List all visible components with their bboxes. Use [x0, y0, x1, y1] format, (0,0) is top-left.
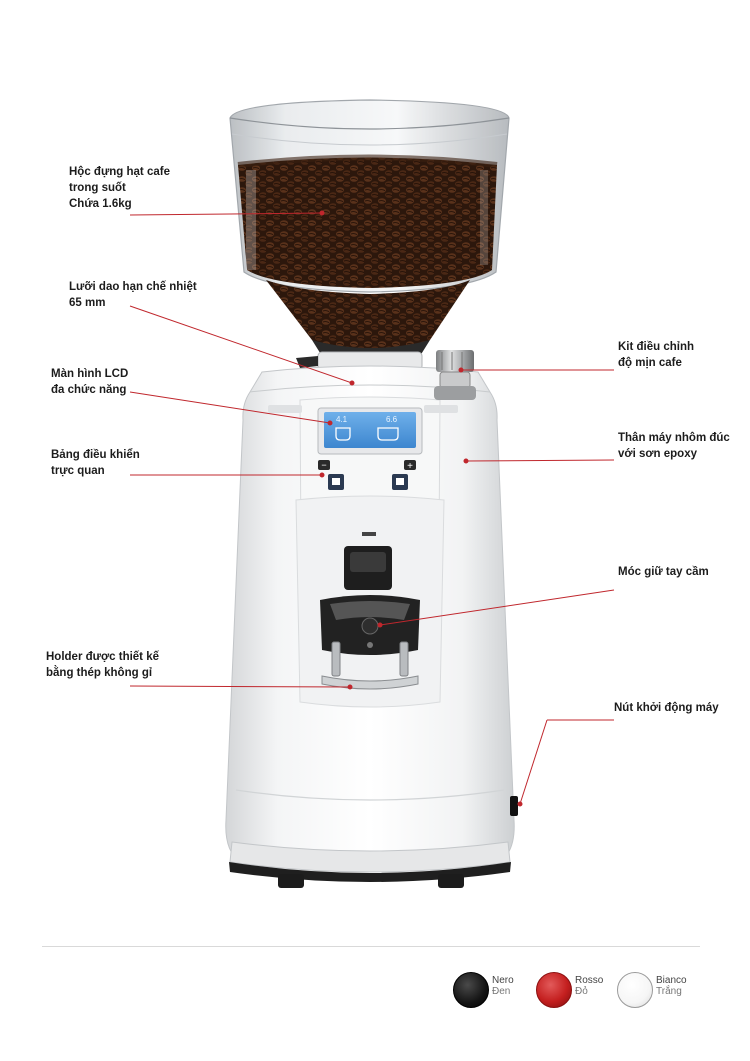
label-line: Lưỡi dao hạn chế nhiệt: [69, 281, 197, 293]
color-name: Rosso: [575, 975, 604, 986]
label-line: Màn hình LCD: [51, 368, 129, 380]
color-sub: Đen: [492, 986, 511, 997]
minus-icon: −: [321, 460, 326, 470]
color-name: Bianco: [656, 975, 687, 986]
label-line: Móc giữ tay cầm: [618, 566, 709, 578]
power-switch[interactable]: [510, 796, 518, 816]
label-burrs: Lưỡi dao hạn chế nhiệt 65 mm: [69, 279, 197, 311]
label-line: Bảng điều khiển: [51, 449, 140, 461]
label-body: Thân máy nhôm đúc với sơn epoxy: [618, 430, 730, 462]
color-label-bianco: Bianco Trắng: [656, 975, 687, 997]
portafilter-activation-switch[interactable]: [344, 532, 392, 590]
label-grind-adjust: Kit điều chỉnh độ mịn cafe: [618, 339, 694, 371]
label-line: Holder được thiết kế: [46, 651, 159, 663]
color-swatch-bianco[interactable]: [617, 972, 653, 1008]
color-swatch-nero[interactable]: [453, 972, 489, 1008]
label-fork: Móc giữ tay cầm: [618, 564, 709, 580]
label-control-panel: Bảng điều khiển trực quan: [51, 447, 140, 479]
label-line: Kit điều chỉnh: [618, 341, 695, 353]
color-name: Nero: [492, 975, 514, 986]
color-sub: Trắng: [656, 986, 682, 997]
label-line: Chứa 1.6kg: [69, 198, 132, 210]
label-line: trong suốt: [69, 182, 126, 194]
label-line: Nút khởi động máy: [614, 702, 719, 714]
divider: [42, 946, 700, 947]
plus-button[interactable]: [404, 460, 416, 470]
label-line: bằng thép không gỉ: [46, 667, 153, 679]
label-line: 65 mm: [69, 297, 106, 309]
callout-lines: [129, 210, 615, 807]
label-lcd: Màn hình LCD đa chức năng: [51, 366, 128, 398]
color-label-rosso: Rosso Đỏ: [575, 975, 603, 997]
double-cup-icon: [377, 427, 399, 441]
label-power: Nút khởi động máy: [614, 700, 719, 716]
lcd-right-value: 6.6: [386, 415, 398, 424]
label-line: Hộc đựng hạt cafe: [69, 166, 170, 178]
hopper-shutter[interactable]: [296, 356, 318, 368]
grind-adjustment-knob[interactable]: [434, 350, 476, 400]
color-sub: Đỏ: [575, 986, 588, 997]
control-panel: − +: [318, 460, 416, 490]
plus-icon: +: [407, 461, 413, 472]
label-line: đa chức năng: [51, 384, 127, 396]
lcd-left-value: 4.1: [336, 415, 348, 424]
label-line: Thân máy nhôm đúc: [618, 432, 730, 444]
label-holder: Holder được thiết kế bằng thép không gỉ: [46, 649, 159, 681]
color-swatch-rosso[interactable]: [536, 972, 572, 1008]
lcd-display: 4.1 6.6: [317, 407, 423, 455]
bean-hopper: [229, 99, 510, 361]
single-cup-icon: [335, 427, 351, 441]
label-bean-hopper: Hộc đựng hạt cafe trong suốt Chứa 1.6kg: [69, 164, 170, 212]
color-label-nero: Nero Đen: [492, 975, 514, 997]
label-line: trực quan: [51, 465, 105, 477]
minus-button[interactable]: [318, 460, 330, 470]
label-line: với sơn epoxy: [618, 448, 697, 460]
portafilter-fork[interactable]: [320, 595, 420, 690]
label-line: độ mịn cafe: [618, 357, 682, 369]
